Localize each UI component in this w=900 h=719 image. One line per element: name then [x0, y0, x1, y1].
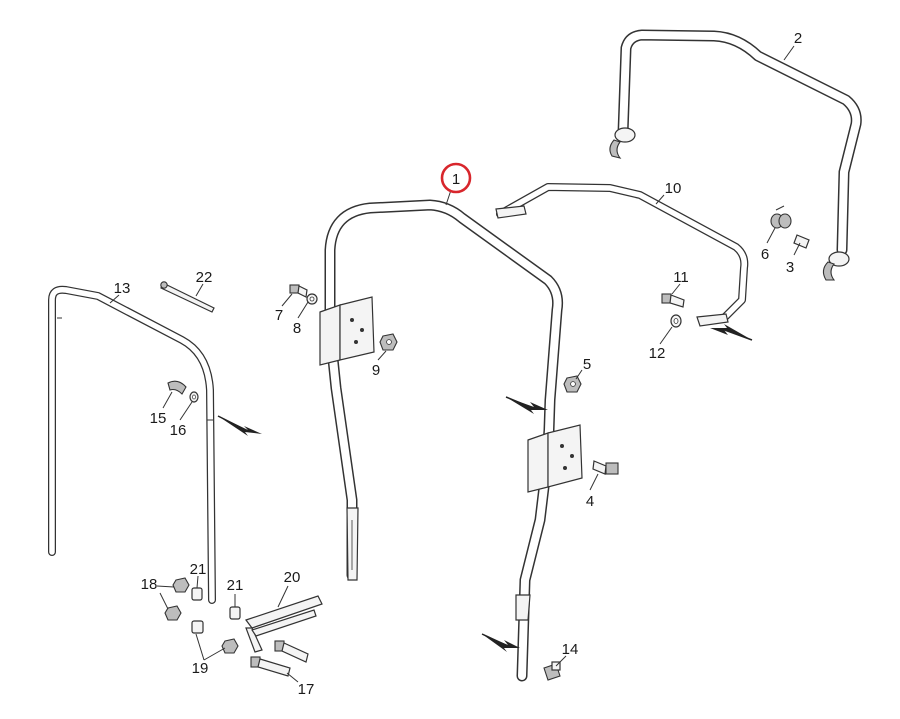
- callout-9: 9: [372, 362, 380, 379]
- part-8-washer: [306, 293, 318, 305]
- callout-21-right: 21: [227, 577, 244, 594]
- callout-1-highlight-ring: [440, 162, 472, 194]
- part-1-main-roll-bar: [319, 199, 583, 682]
- callout-5: 5: [583, 356, 591, 373]
- part-19-nut: [221, 638, 239, 654]
- callout-22: 22: [196, 269, 213, 286]
- part-21-spacer-right: [229, 606, 241, 620]
- part-19-bushing: [191, 620, 204, 634]
- callout-2: 2: [794, 30, 802, 47]
- part-11-bolt: [661, 293, 685, 308]
- callout-7: 7: [275, 307, 283, 324]
- part-10-cross-bar: [495, 183, 749, 327]
- callout-18: 18: [141, 576, 158, 593]
- callout-1: 1: [452, 171, 460, 188]
- callout-17: 17: [298, 681, 315, 698]
- part-3-pin: [793, 234, 810, 249]
- assembly-direction-arrows: [217, 324, 753, 652]
- callout-13: 13: [114, 280, 131, 297]
- part-15-knob: [167, 380, 187, 395]
- part-21-spacer-left: [191, 587, 203, 601]
- callout-19: 19: [192, 660, 209, 677]
- part-4-bolt: [592, 460, 619, 475]
- part-5-nut: [563, 375, 582, 393]
- part-1-upper-bracket: [319, 296, 375, 366]
- part-18-nut: [172, 577, 190, 593]
- callout-8: 8: [293, 320, 301, 337]
- callout-20: 20: [284, 569, 301, 586]
- part-17-bolt-lower: [250, 656, 291, 677]
- callout-11: 11: [673, 269, 689, 286]
- callout-15: 15: [150, 410, 167, 427]
- callout-labels: 1 2 3 4 5 6 7 8 9 10 11 12 13 14 15 16 1…: [114, 30, 803, 698]
- part-13-side-frame: [48, 285, 216, 604]
- part-22-cable-tie: [160, 281, 215, 313]
- part-6-spring: [770, 205, 792, 229]
- part-9-nut: [379, 333, 398, 351]
- part-12-washer: [670, 314, 682, 328]
- part-17-bolt-upper: [274, 640, 309, 663]
- callout-6: 6: [761, 246, 769, 263]
- part-2-right-clamp: [822, 251, 850, 281]
- part-16-washer: [189, 391, 199, 403]
- part-2-rear-handle-bar: [609, 29, 862, 281]
- part-20-bracket: [245, 595, 323, 653]
- callout-4: 4: [586, 493, 594, 510]
- callout-3: 3: [786, 259, 794, 276]
- callout-21-left: 21: [190, 561, 207, 578]
- callout-leader-lines: [109, 45, 801, 683]
- part-1-lower-bracket: [527, 424, 583, 493]
- callout-16: 16: [170, 422, 187, 439]
- callout-10: 10: [665, 180, 682, 197]
- part-2-left-clamp: [609, 127, 636, 159]
- part-18-nut-lower: [164, 605, 182, 621]
- callout-12: 12: [649, 345, 666, 362]
- callout-14: 14: [562, 641, 579, 658]
- part-7-bolt: [289, 284, 308, 298]
